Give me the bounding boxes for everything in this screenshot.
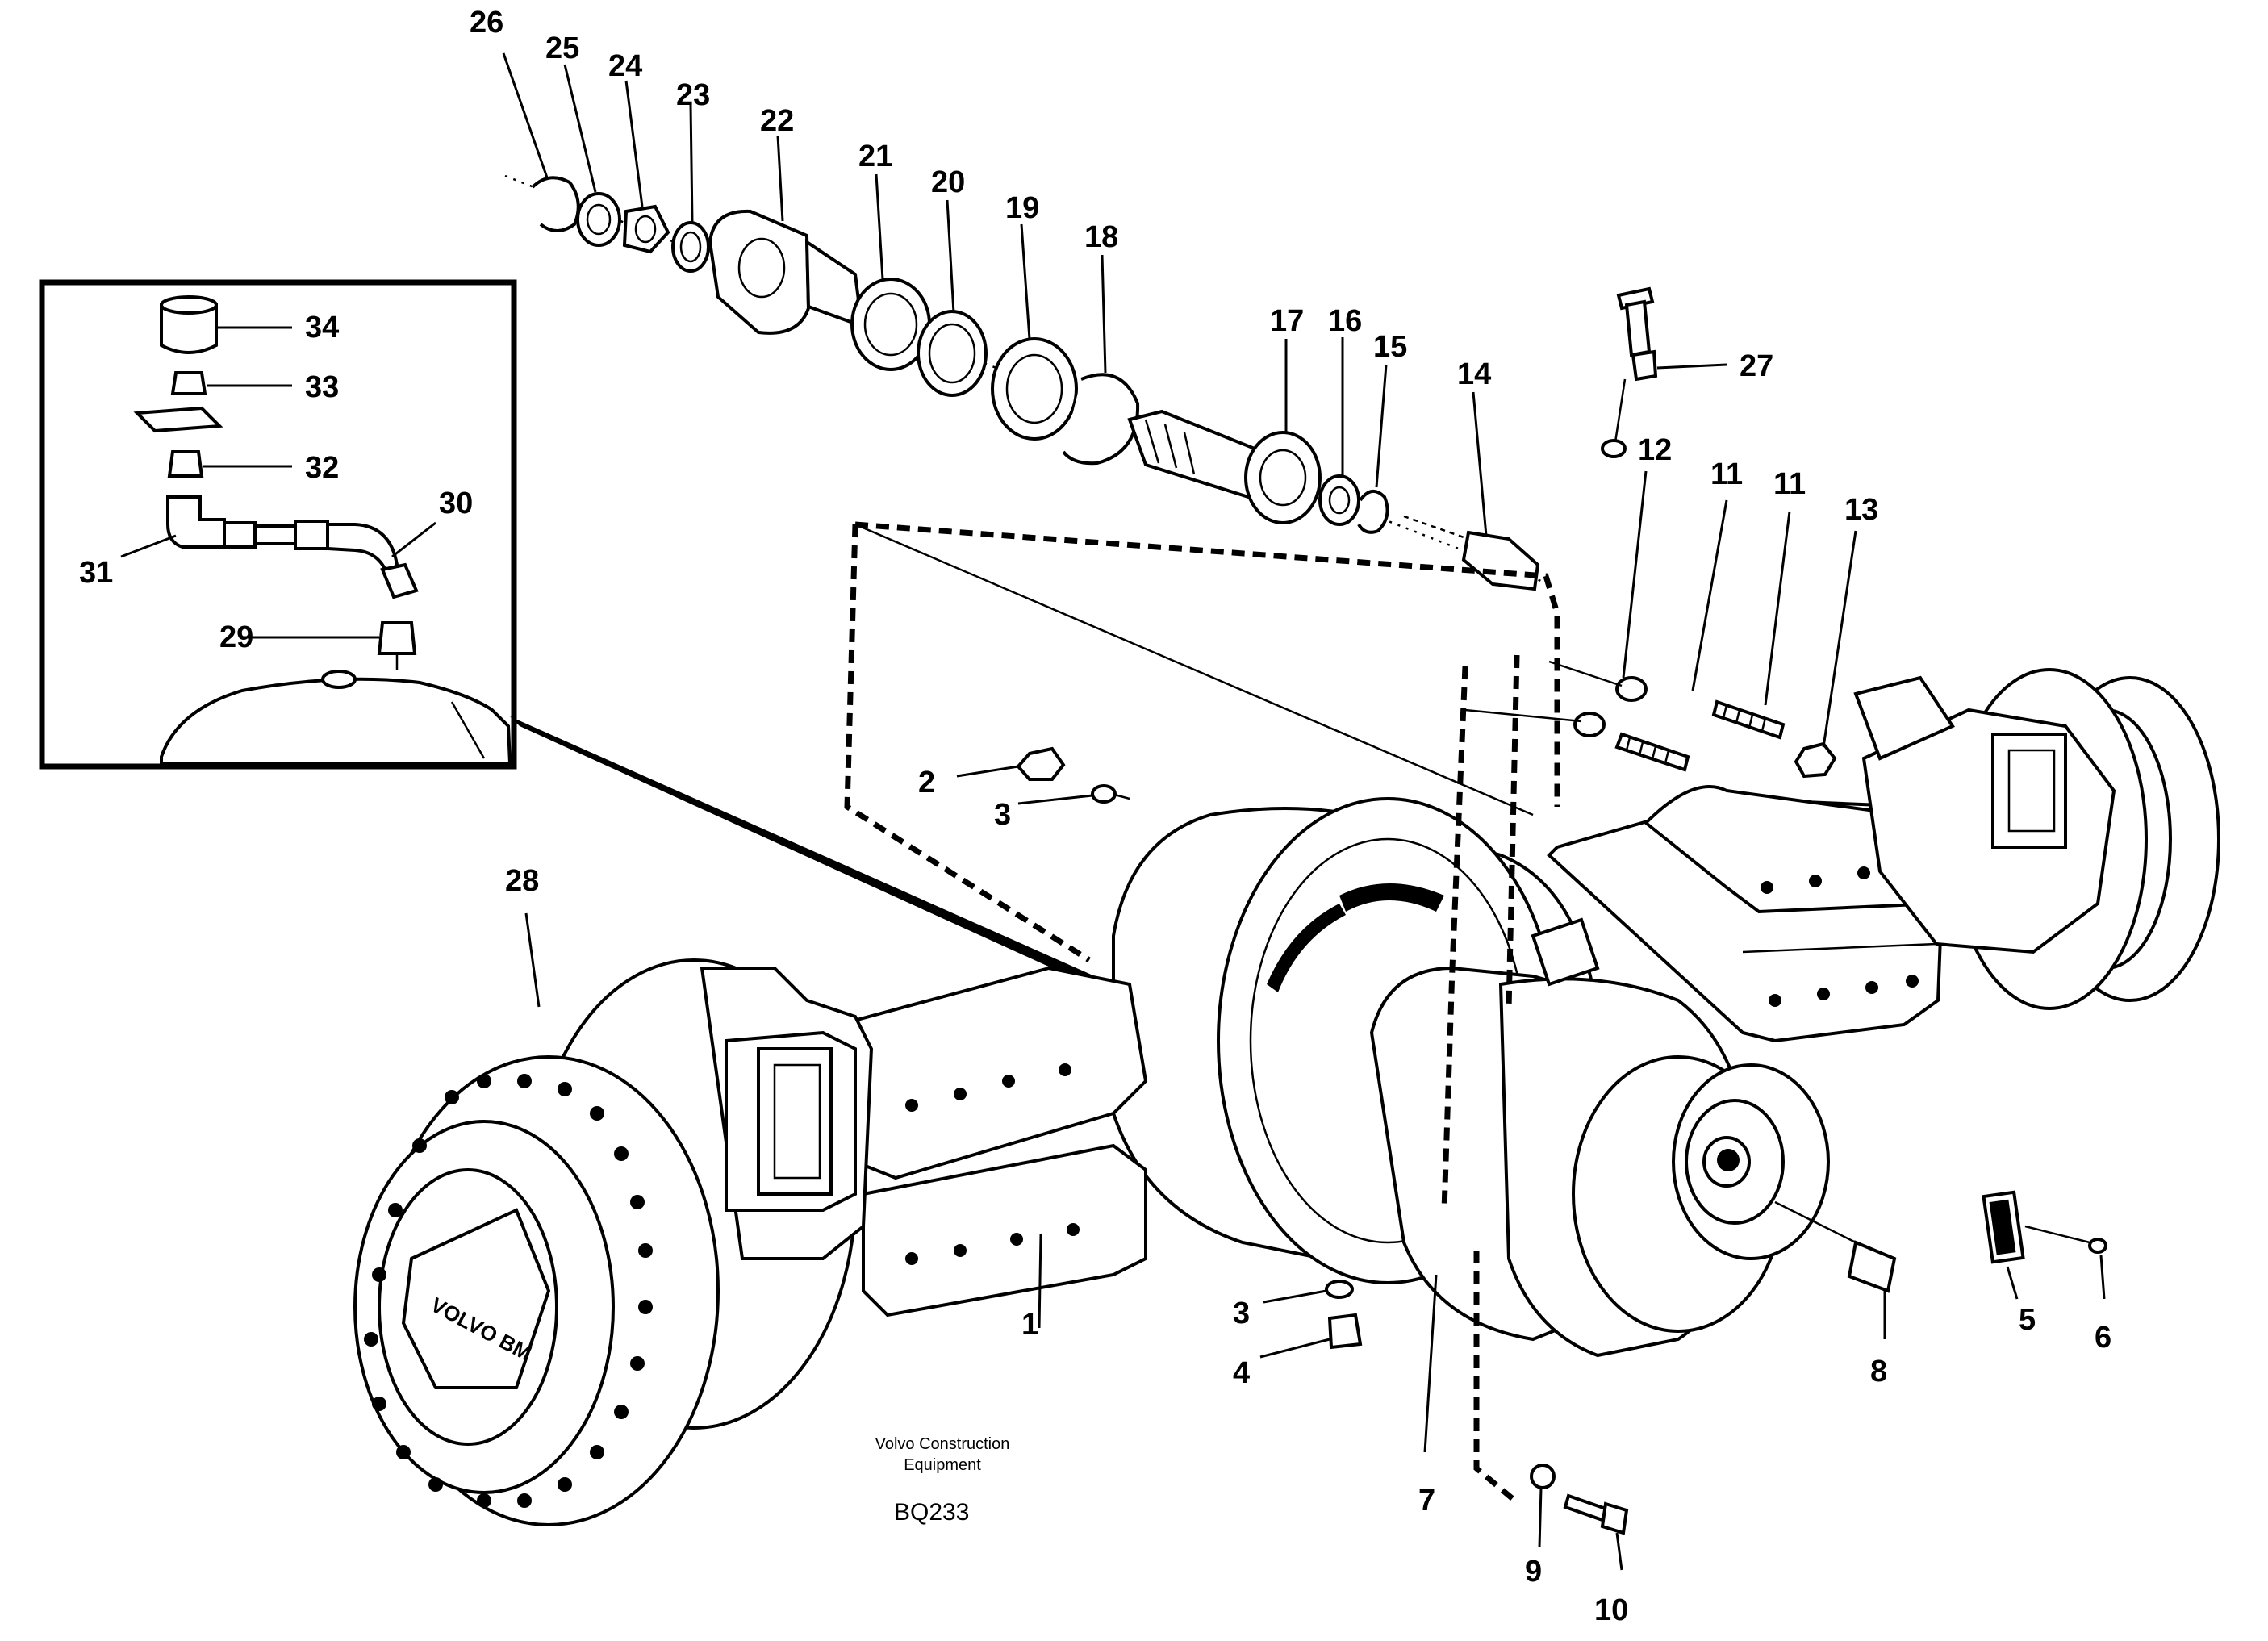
credit-line-2: Equipment xyxy=(904,1456,981,1474)
callout-11-left: 11 xyxy=(1710,457,1743,491)
diagram-code: BQ233 xyxy=(894,1499,969,1526)
callout-27: 27 xyxy=(1740,349,1773,383)
callout-18: 18 xyxy=(1084,220,1118,254)
callout-15: 15 xyxy=(1373,330,1407,364)
callout-5: 5 xyxy=(2019,1303,2036,1337)
diagram-caption: Volvo Construction Equipment BQ233 xyxy=(875,1435,1010,1526)
callout-25: 25 xyxy=(545,31,579,65)
inset-pointer xyxy=(510,716,1123,1000)
callout-29: 29 xyxy=(219,620,253,654)
callout-16: 16 xyxy=(1328,304,1362,338)
differential-carrier xyxy=(1369,917,1830,1358)
callout-10: 10 xyxy=(1594,1593,1628,1627)
callout-17: 17 xyxy=(1270,304,1304,338)
callout-30: 30 xyxy=(439,486,473,520)
callout-labels: 1 2 3 3 4 5 6 7 8 9 10 11 11 12 13 14 15… xyxy=(79,6,2111,1627)
callout-1: 1 xyxy=(1021,1308,1038,1342)
callout-11-right: 11 xyxy=(1773,467,1806,501)
callout-13: 13 xyxy=(1844,493,1878,527)
callout-7: 7 xyxy=(1418,1484,1435,1518)
callout-19: 19 xyxy=(1005,191,1039,225)
callout-33: 33 xyxy=(305,370,339,404)
callout-32: 32 xyxy=(305,451,339,485)
callout-2: 2 xyxy=(918,766,935,800)
small-parts xyxy=(524,470,2107,1571)
callout-8: 8 xyxy=(1870,1355,1887,1388)
callout-12: 12 xyxy=(1638,433,1672,467)
callout-31: 31 xyxy=(79,556,113,590)
part-27 xyxy=(1601,286,1727,458)
exploded-shaft-parts xyxy=(502,52,1542,591)
callout-20: 20 xyxy=(931,165,965,199)
credit-line-1: Volvo Construction xyxy=(875,1435,1010,1453)
callout-9: 9 xyxy=(1525,1555,1542,1589)
inset-breather-detail xyxy=(39,279,517,770)
callout-28: 28 xyxy=(505,864,539,898)
right-wheel-end xyxy=(1853,668,2220,1010)
callout-3-lower: 3 xyxy=(1233,1297,1250,1330)
callout-6: 6 xyxy=(2095,1321,2111,1355)
callout-24: 24 xyxy=(608,49,642,83)
callout-22: 22 xyxy=(760,104,794,138)
left-wheel-end: VOLVO BM xyxy=(353,958,874,1526)
assembly-guide-lines xyxy=(844,521,1560,1505)
callout-4: 4 xyxy=(1233,1356,1250,1390)
callout-34: 34 xyxy=(305,311,339,344)
callout-14: 14 xyxy=(1457,357,1491,391)
callout-3-upper: 3 xyxy=(994,798,1011,832)
callout-21: 21 xyxy=(858,140,892,173)
callout-23: 23 xyxy=(676,78,710,112)
callout-26: 26 xyxy=(470,6,503,40)
